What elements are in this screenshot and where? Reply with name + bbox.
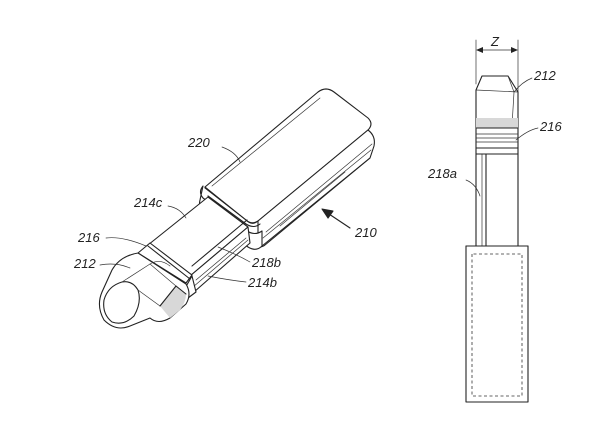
tip-212-side: [475, 75, 519, 129]
side-plug-view: Z: [427, 34, 562, 403]
label-214c: 214c: [133, 195, 163, 210]
label-220: 220: [187, 135, 210, 150]
label-218b: 218b: [251, 255, 281, 270]
label-212-right: 212: [533, 68, 556, 83]
label-218a: 218a: [427, 166, 457, 181]
contact-band-216-side: [475, 127, 519, 149]
leader-lines-left: [99, 146, 351, 283]
label-214b: 214b: [247, 275, 277, 290]
leader-lines-right: [465, 77, 539, 197]
insulator-218a-side: [475, 147, 519, 247]
dimension-z: Z: [475, 34, 519, 99]
housing-220-side: [465, 245, 529, 403]
tip-212: [98, 252, 190, 329]
isometric-plug-view: 220 214c 210 216 212 218b 214b: [73, 88, 377, 329]
insulator-214: [147, 196, 251, 293]
label-z: Z: [490, 34, 500, 49]
label-212-left: 212: [73, 256, 96, 271]
label-216-right: 216: [539, 119, 562, 134]
label-210: 210: [354, 225, 377, 240]
label-216-left: 216: [77, 230, 100, 245]
